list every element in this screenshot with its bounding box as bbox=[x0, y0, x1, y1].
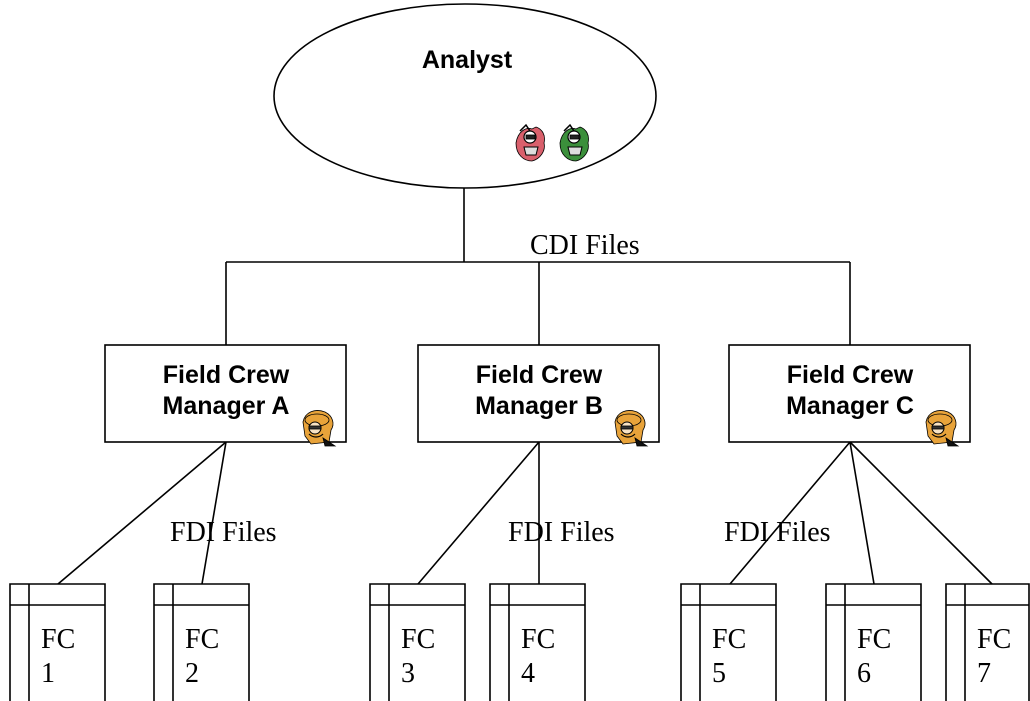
field-crew-label-line1: FC bbox=[977, 624, 1011, 655]
manager-label-line2: Manager B bbox=[475, 392, 603, 420]
cdi-connectors bbox=[225, 188, 851, 345]
field-crew-node-1: FC 1 bbox=[9, 583, 106, 701]
manager-node-b: Field Crew Manager B bbox=[417, 344, 660, 447]
field-crew-label-line1: FC bbox=[41, 624, 75, 655]
analyst-label: Analyst bbox=[422, 46, 513, 74]
fdi-files-label-a: FDI Files bbox=[170, 517, 277, 548]
manager-label-line1: Field Crew bbox=[163, 361, 290, 389]
field-crew-label-line1: FC bbox=[712, 624, 746, 655]
manager-label-line2: Manager A bbox=[163, 392, 290, 420]
manager-label-line1: Field Crew bbox=[787, 361, 914, 389]
field-crew-label-line1: FC bbox=[521, 624, 555, 655]
manager-label-line1: Field Crew bbox=[476, 361, 603, 389]
fdi-connectors bbox=[57, 441, 993, 585]
red-person-icon bbox=[515, 124, 546, 162]
field-crew-label-line1: FC bbox=[401, 624, 435, 655]
analyst-ellipse bbox=[273, 3, 657, 189]
field-crew-node-6: FC 6 bbox=[825, 583, 922, 701]
manager-node-c: Field Crew Manager C bbox=[728, 344, 971, 447]
fdi-files-label-b: FDI Files bbox=[508, 517, 615, 548]
field-crew-node-4: FC 4 bbox=[489, 583, 586, 701]
analyst-node: Analyst bbox=[273, 3, 657, 189]
field-crew-label-line2: 3 bbox=[401, 658, 415, 689]
field-crew-label-line2: 2 bbox=[185, 658, 199, 689]
manager-label-line2: Manager C bbox=[786, 392, 914, 420]
field-crew-label-line1: FC bbox=[857, 624, 891, 655]
cdi-files-label: CDI Files bbox=[530, 230, 640, 261]
green-person-icon bbox=[559, 124, 590, 162]
field-crew-label-line2: 7 bbox=[977, 658, 991, 689]
field-crew-nodes: FC 1 FC 2 FC 3 FC 4 FC 5 FC 6 bbox=[9, 583, 1030, 701]
field-crew-label-line2: 1 bbox=[41, 658, 55, 689]
field-crew-node-5: FC 5 bbox=[680, 583, 777, 701]
field-crew-node-7: FC 7 bbox=[945, 583, 1030, 701]
field-crew-label-line1: FC bbox=[185, 624, 219, 655]
field-crew-node-3: FC 3 bbox=[369, 583, 466, 701]
field-crew-label-line2: 6 bbox=[857, 658, 871, 689]
field-crew-node-2: FC 2 bbox=[153, 583, 250, 701]
field-crew-label-line2: 5 bbox=[712, 658, 726, 689]
field-crew-label-line2: 4 bbox=[521, 658, 535, 689]
fdi-files-label-c: FDI Files bbox=[724, 517, 831, 548]
manager-node-a: Field Crew Manager A bbox=[104, 344, 347, 447]
